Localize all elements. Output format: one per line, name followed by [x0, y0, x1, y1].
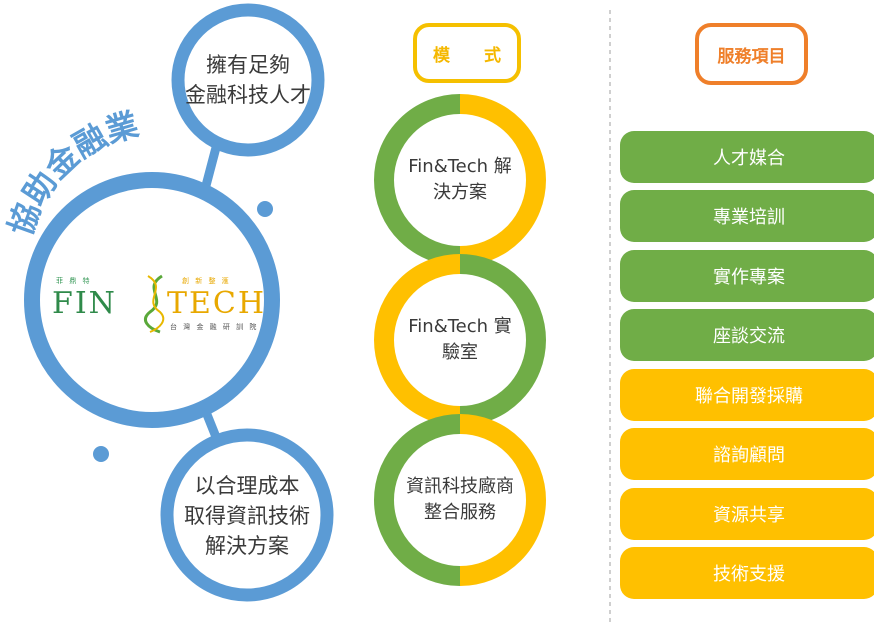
service-item: 聯合開發採購 — [620, 369, 874, 421]
service-item: 實作專案 — [620, 250, 874, 302]
service-item: 人才媒合 — [620, 131, 874, 183]
ring-3-yellow — [459, 414, 546, 586]
top-circle-text: 擁有足夠 金融科技人才 — [185, 53, 311, 107]
mode-circle-3-text: 資訊科技廠商 整合服務 — [406, 476, 514, 523]
service-item: 專業培訓 — [620, 190, 874, 242]
bottom-circle — [160, 428, 334, 602]
top-circle — [171, 3, 325, 157]
mode-circle-2-text: Fin&Tech 實 驗室 — [408, 316, 512, 363]
service-item: 諮詢顧問 — [620, 428, 874, 480]
ring-3-green — [374, 414, 461, 586]
decor-dot — [257, 201, 273, 217]
center-circle — [24, 172, 280, 428]
logo-tech: TECH — [167, 286, 267, 321]
fintech-logo: 菲 鼎 特 創 新 整 滙 FIN TECH 台 灣 金 融 研 訓 院 — [52, 274, 264, 334]
ring-1-green — [374, 94, 461, 266]
service-item: 資源共享 — [620, 488, 874, 540]
ring-1-yellow — [459, 94, 546, 266]
service-item: 座談交流 — [620, 309, 874, 361]
logo-small-left: 菲 鼎 特 — [56, 277, 92, 285]
logo-fin: FIN — [52, 286, 117, 321]
bottom-circle-text: 以合理成本 取得資訊技術 解決方案 — [184, 474, 310, 558]
mode-header-label: 模 式 — [433, 45, 501, 66]
mode-header: 模 式 — [413, 23, 521, 83]
ring-2-yellow — [374, 254, 461, 426]
logo-sub: 台 灣 金 融 研 訓 院 — [170, 323, 259, 331]
services-header: 服務項目 — [695, 23, 808, 85]
mode-circle-1-text: Fin&Tech 解 決方案 — [408, 156, 512, 203]
ring-2-green — [459, 254, 546, 426]
decor-dot — [93, 446, 109, 462]
dna-helix-icon — [144, 274, 165, 334]
logo-small-right: 創 新 整 滙 — [182, 277, 231, 285]
service-item: 技術支援 — [620, 547, 874, 599]
